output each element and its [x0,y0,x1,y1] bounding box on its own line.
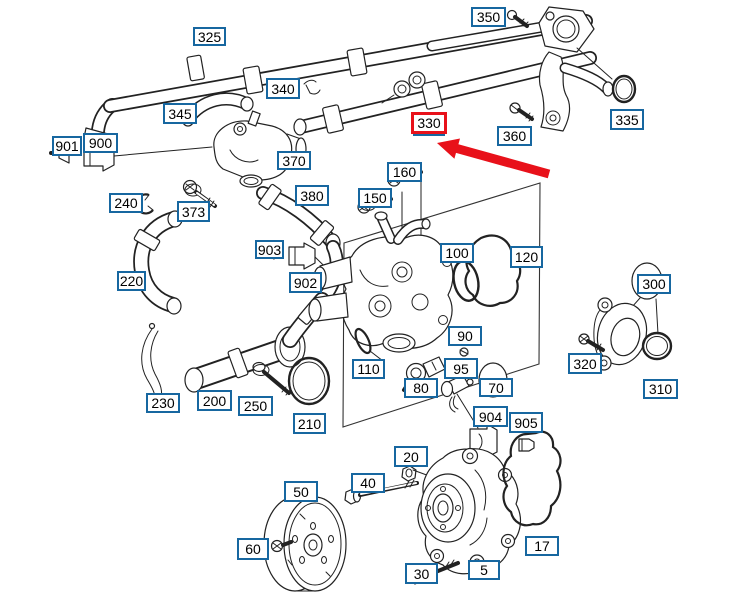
part-label-345[interactable]: 345 [163,103,197,124]
part-label-340[interactable]: 340 [266,78,300,99]
part-label-250[interactable]: 250 [238,396,273,416]
part-label-903[interactable]: 903 [255,240,284,259]
coolant-pipes-drawing [83,6,637,145]
part-label-220[interactable]: 220 [117,271,146,291]
part-label-902[interactable]: 902 [289,272,322,293]
part-label-380[interactable]: 380 [295,185,329,206]
part-label-160[interactable]: 160 [387,162,422,182]
part-label-240[interactable]: 240 [109,193,143,213]
part-label-373[interactable]: 373 [177,201,210,222]
part-label-95[interactable]: 95 [444,358,478,379]
part-label-901[interactable]: 901 [52,136,82,156]
fittings-drawing [49,141,535,458]
thermostat-drawing [213,110,307,188]
part-label-310[interactable]: 310 [643,379,678,399]
panel-outline [342,182,541,428]
part-label-100[interactable]: 100 [440,243,474,263]
part-label-120[interactable]: 120 [510,246,543,268]
part-label-210[interactable]: 210 [293,413,326,434]
part-label-17[interactable]: 17 [525,536,559,556]
part-label-60[interactable]: 60 [237,538,269,560]
part-label-335[interactable]: 335 [610,109,644,130]
part-label-20[interactable]: 20 [394,446,428,467]
part-label-320[interactable]: 320 [568,353,602,374]
part-label-50[interactable]: 50 [284,481,318,502]
part-label-370[interactable]: 370 [277,151,311,170]
part-label-30[interactable]: 30 [405,563,438,584]
highlight-arrow [437,138,551,179]
part-label-150[interactable]: 150 [358,188,392,208]
part-label-230[interactable]: 230 [146,393,180,413]
pump-housing-drawing [308,211,522,429]
part-label-300[interactable]: 300 [637,274,671,294]
part-label-330[interactable]: 330 [411,112,447,134]
water-pump-drawing [263,430,562,592]
part-label-80[interactable]: 80 [404,378,438,398]
part-label-200[interactable]: 200 [197,390,232,411]
part-label-360[interactable]: 360 [497,126,532,146]
part-label-110[interactable]: 110 [352,359,385,379]
part-label-900[interactable]: 900 [83,133,118,153]
part-label-5[interactable]: 5 [468,560,500,580]
part-label-904[interactable]: 904 [473,406,508,427]
part-label-90[interactable]: 90 [448,326,482,346]
part-label-905[interactable]: 905 [509,412,543,433]
part-label-70[interactable]: 70 [479,378,513,397]
part-label-325[interactable]: 325 [193,27,226,46]
part-label-40[interactable]: 40 [351,473,385,493]
part-label-350[interactable]: 350 [471,7,506,27]
